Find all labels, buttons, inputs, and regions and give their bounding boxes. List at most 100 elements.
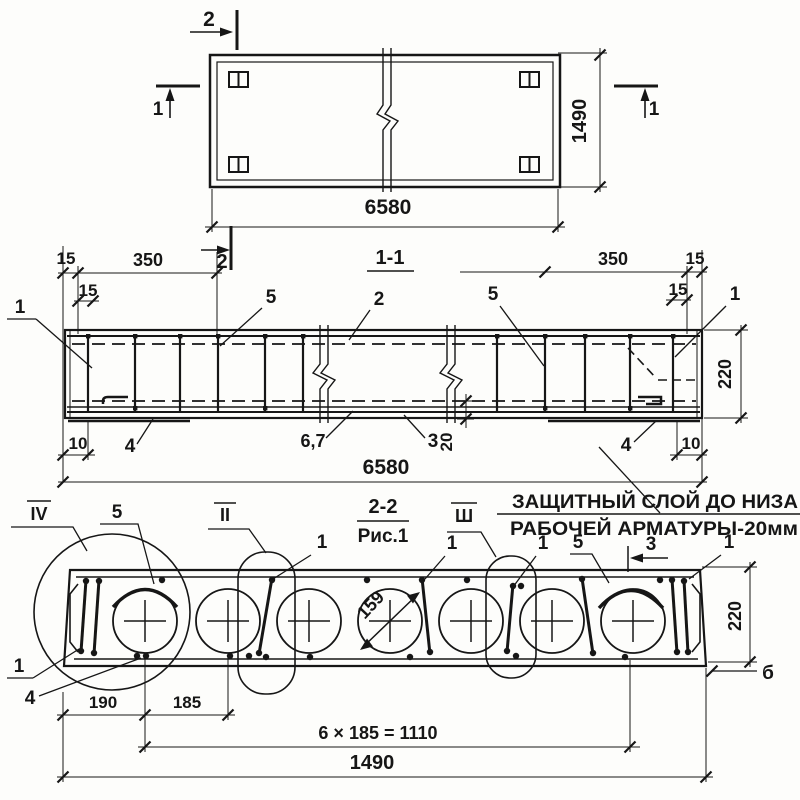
svg-text:4: 4 (25, 688, 36, 709)
dim-15: 15 (686, 249, 705, 268)
cut-1-label: 1 (649, 99, 660, 120)
plan-width-value: 1490 (569, 99, 591, 144)
edge-groove-right (691, 583, 701, 653)
callout-pos-1-bottom: 1 (7, 648, 80, 679)
dim-190: 190 (89, 693, 117, 712)
callout-pos-1-right: 1 (674, 284, 741, 358)
plan-view: 2 1 1 1490 6580 (153, 8, 660, 234)
section-cut-2-marker-lower: 2 (201, 226, 233, 273)
dim-20: 20 (437, 433, 456, 452)
bar-section-dots (77, 575, 692, 661)
figure-caption: Рис.1 (358, 526, 409, 547)
bar-hook-left (101, 395, 128, 404)
break-line (446, 325, 464, 423)
detail-label-II: II (208, 502, 267, 554)
frame-bars (79, 577, 690, 655)
callout-pos-4: 4 (621, 435, 632, 456)
svg-text:5: 5 (266, 287, 277, 308)
plan-length-dimension: 6580 (205, 189, 565, 234)
callout-pos-3-marker: 3 (627, 534, 668, 572)
callout-pos-1-a: 1 (272, 532, 328, 580)
callout-pos-6-7: 6,7 (300, 431, 325, 451)
callout-pos-4: 4 (125, 436, 136, 457)
dim-total: 1490 (350, 752, 395, 774)
dim-height-220-s22: 220 (702, 560, 757, 669)
svg-text:1: 1 (317, 532, 328, 553)
svg-text:1: 1 (447, 533, 458, 554)
svg-text:б: б (762, 663, 774, 684)
callout-pos-1-b: 1 (424, 533, 458, 580)
callout-pos-5-right: 5 (488, 284, 545, 367)
lifting-loop (519, 71, 540, 88)
bent-bar-arc (111, 587, 179, 609)
cut-2-label: 2 (216, 251, 227, 273)
svg-text:1: 1 (15, 297, 26, 318)
callout-pos-1-c: 1 (512, 533, 549, 588)
note-line-2: РАБОЧЕЙ АРМАТУРЫ-20мм (510, 518, 798, 540)
dim-15: 15 (57, 249, 76, 268)
dims-top-left: 15 350 15 (56, 246, 224, 482)
cut-1-label: 1 (153, 99, 164, 120)
svg-text:2: 2 (374, 289, 385, 310)
callout-pos-1-left: 1 (7, 297, 93, 369)
bent-bar-arc (597, 588, 665, 610)
detail-capsule-II (237, 551, 296, 695)
dim-6580: 6580 (363, 456, 410, 479)
svg-text:1: 1 (14, 656, 25, 677)
callout-pos-5-left: 5 (100, 502, 155, 585)
cut-2-label: 2 (203, 8, 215, 31)
section-cut-1-marker-right: 1 (614, 84, 660, 120)
callout-pos-5-left: 5 (219, 287, 277, 347)
anchor-bar-dashed (627, 347, 657, 379)
edge-groove-left (69, 583, 79, 653)
section-2-2-title: 2-2 (369, 496, 398, 518)
dim-185: 185 (173, 693, 201, 712)
detail-capsule-III (485, 555, 537, 679)
svg-text:220: 220 (725, 601, 745, 631)
protective-layer-note: ЗАЩИТНЫЙ СЛОЙ ДО НИЗА РАБОЧЕЙ АРМАТУРЫ-2… (497, 446, 800, 540)
dim-350: 350 (598, 249, 628, 269)
callout-pos-2: 2 (348, 289, 385, 341)
detail-circle-IV (33, 533, 191, 691)
dim-10: 10 (682, 434, 701, 453)
svg-text:5: 5 (573, 532, 584, 553)
svg-text:1: 1 (724, 532, 735, 553)
plan-length-value: 6580 (365, 196, 412, 219)
stirrups (86, 336, 675, 412)
dims-bottom-2-2: 190 185 6 × 185 = 1110 1490 (56, 658, 713, 784)
section-1-1-title: 1-1 (376, 247, 405, 269)
stirrup-dots (86, 334, 676, 411)
dim-row: 6 × 185 = 1110 (318, 723, 437, 743)
break-line (311, 325, 329, 423)
dim-350: 350 (133, 250, 163, 270)
bar-hook-right (638, 395, 663, 406)
slab-outline (62, 568, 708, 668)
svg-text:1: 1 (730, 284, 741, 305)
svg-text:5: 5 (488, 284, 499, 305)
dim-height-220: 220 (704, 323, 748, 425)
break-line (319, 325, 337, 423)
svg-text:3: 3 (646, 534, 657, 555)
svg-text:5: 5 (112, 502, 123, 523)
section-cut-1-marker-left: 1 (153, 84, 200, 120)
label-b: б (705, 663, 774, 684)
lifting-loop (228, 71, 249, 88)
plan-width-dimension: 1490 (558, 48, 607, 194)
svg-text:220: 220 (715, 359, 735, 389)
break-line (375, 48, 392, 192)
core-crosshairs (124, 600, 654, 642)
break-line (383, 48, 400, 192)
note-line-1: ЗАЩИТНЫЙ СЛОЙ ДО НИЗА (512, 491, 798, 513)
section-1-1: 1-1 2 (7, 226, 800, 540)
detail-label-IV: IV (11, 500, 88, 552)
section-cut-2-marker: 2 (190, 8, 239, 50)
callout-pos-4-bottom: 4 (25, 657, 142, 709)
dims-bottom: 10 4 6,7 3 20 4 10 6580 (56, 394, 709, 489)
break-line (438, 325, 456, 423)
detail-label-III: Ш (447, 502, 497, 558)
callout-pos-3: 3 (428, 431, 439, 452)
lifting-loop (228, 156, 249, 173)
dim-15: 15 (79, 281, 98, 300)
